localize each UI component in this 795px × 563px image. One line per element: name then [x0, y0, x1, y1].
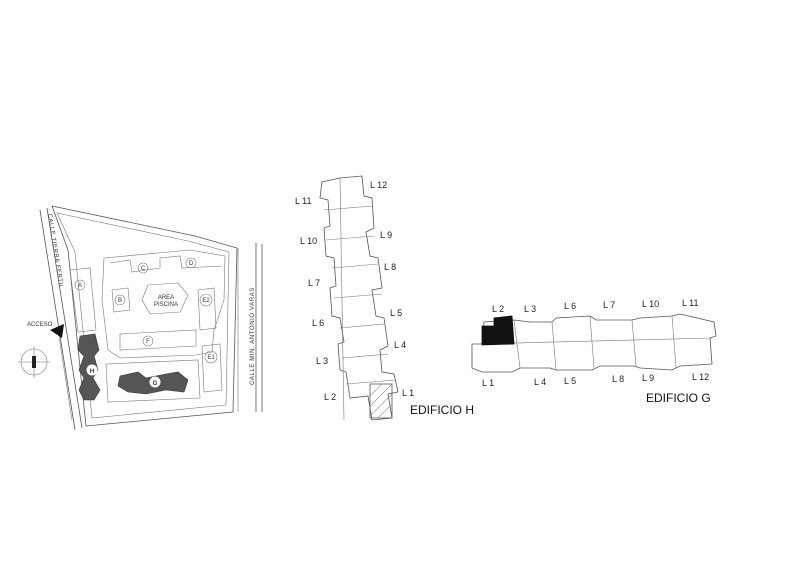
edificio-h-lot-10[interactable]: L 10: [300, 236, 317, 246]
edificio-g-lot-2[interactable]: L 2: [492, 304, 504, 314]
edificio-g-lot-8[interactable]: L 8: [612, 374, 624, 384]
edificio-g-title: EDIFICIO G: [646, 391, 711, 405]
street-left-label: CALLE TIERRA FERTIL: [46, 213, 64, 289]
edificio-g-lot-7[interactable]: L 7: [603, 300, 615, 310]
edificio-g-lot-3[interactable]: L 3: [524, 304, 536, 314]
edificio-g-lot-4[interactable]: L 4: [534, 377, 546, 387]
edificio-g-lot-1[interactable]: L 1: [482, 378, 494, 388]
access-label: ACCESO: [27, 322, 53, 328]
pool-label-1: AREA: [158, 295, 174, 301]
edificio-g-lot-12[interactable]: L 12: [692, 372, 709, 382]
edificio-h-plan: L 12 L 11 L 9 L 10 L 8 L 7 L 5 L 6 L 4 L…: [295, 175, 474, 421]
edificio-h-title: EDIFICIO H: [410, 403, 474, 417]
building-g-label: G: [153, 381, 158, 387]
edificio-g-lot-10[interactable]: L 10: [642, 299, 659, 309]
building-h-label: H: [90, 369, 94, 375]
edificio-h-lot-9[interactable]: L 9: [380, 230, 392, 240]
edificio-g-lot-9[interactable]: L 9: [642, 373, 654, 383]
building-e1-label: E1: [207, 355, 215, 361]
edificio-h-lot-7[interactable]: L 7: [308, 278, 320, 288]
edificio-g-lot-5[interactable]: L 5: [564, 376, 576, 386]
edificio-h-lot-6[interactable]: L 6: [312, 318, 324, 328]
edificio-h-lot-1[interactable]: L 1: [402, 388, 414, 398]
building-f-label: F: [146, 339, 150, 345]
edificio-h-lot-3[interactable]: L 3: [316, 356, 328, 366]
site-plan: H G A B C D E2 E1 F AREA PISCINA CALLE T…: [18, 205, 263, 431]
edificio-g-lot-6[interactable]: L 6: [564, 301, 576, 311]
north-arrow-icon: [18, 346, 50, 378]
pool-label-2: PISCINA: [154, 302, 178, 308]
edificio-h-lot-8[interactable]: L 8: [384, 262, 396, 272]
access-arrow-icon: [50, 324, 64, 338]
edificio-g-plan: L 2 L 3 L 6 L 7 L 10 L 11 L 1 L 4 L 5 L …: [471, 298, 717, 405]
building-a-label: A: [78, 283, 82, 289]
edificio-h-lot-5[interactable]: L 5: [390, 308, 402, 318]
edificio-h-lot-1-hatch: [369, 383, 393, 419]
site-boundary: [51, 205, 238, 427]
building-b-label: B: [118, 298, 122, 304]
building-d-label: D: [189, 261, 194, 267]
edificio-h-lot-12[interactable]: L 12: [370, 180, 387, 190]
building-g-marker[interactable]: G: [117, 371, 189, 395]
building-e2-label: E2: [202, 298, 210, 304]
edificio-g-lot-11[interactable]: L 11: [682, 298, 699, 308]
edificio-h-lot-4[interactable]: L 4: [394, 340, 406, 350]
street-right-label: CALLE MIN. ANTONIO VARAS: [250, 287, 256, 385]
edificio-h-lot-11[interactable]: L 11: [295, 196, 312, 206]
building-c-label: C: [141, 266, 146, 272]
edificio-g-lot-2-highlight[interactable]: [481, 315, 515, 346]
edificio-h-lot-2[interactable]: L 2: [324, 392, 336, 402]
left-street: [39, 209, 76, 431]
building-h-marker[interactable]: H: [77, 333, 101, 401]
pool-area: [141, 282, 189, 315]
